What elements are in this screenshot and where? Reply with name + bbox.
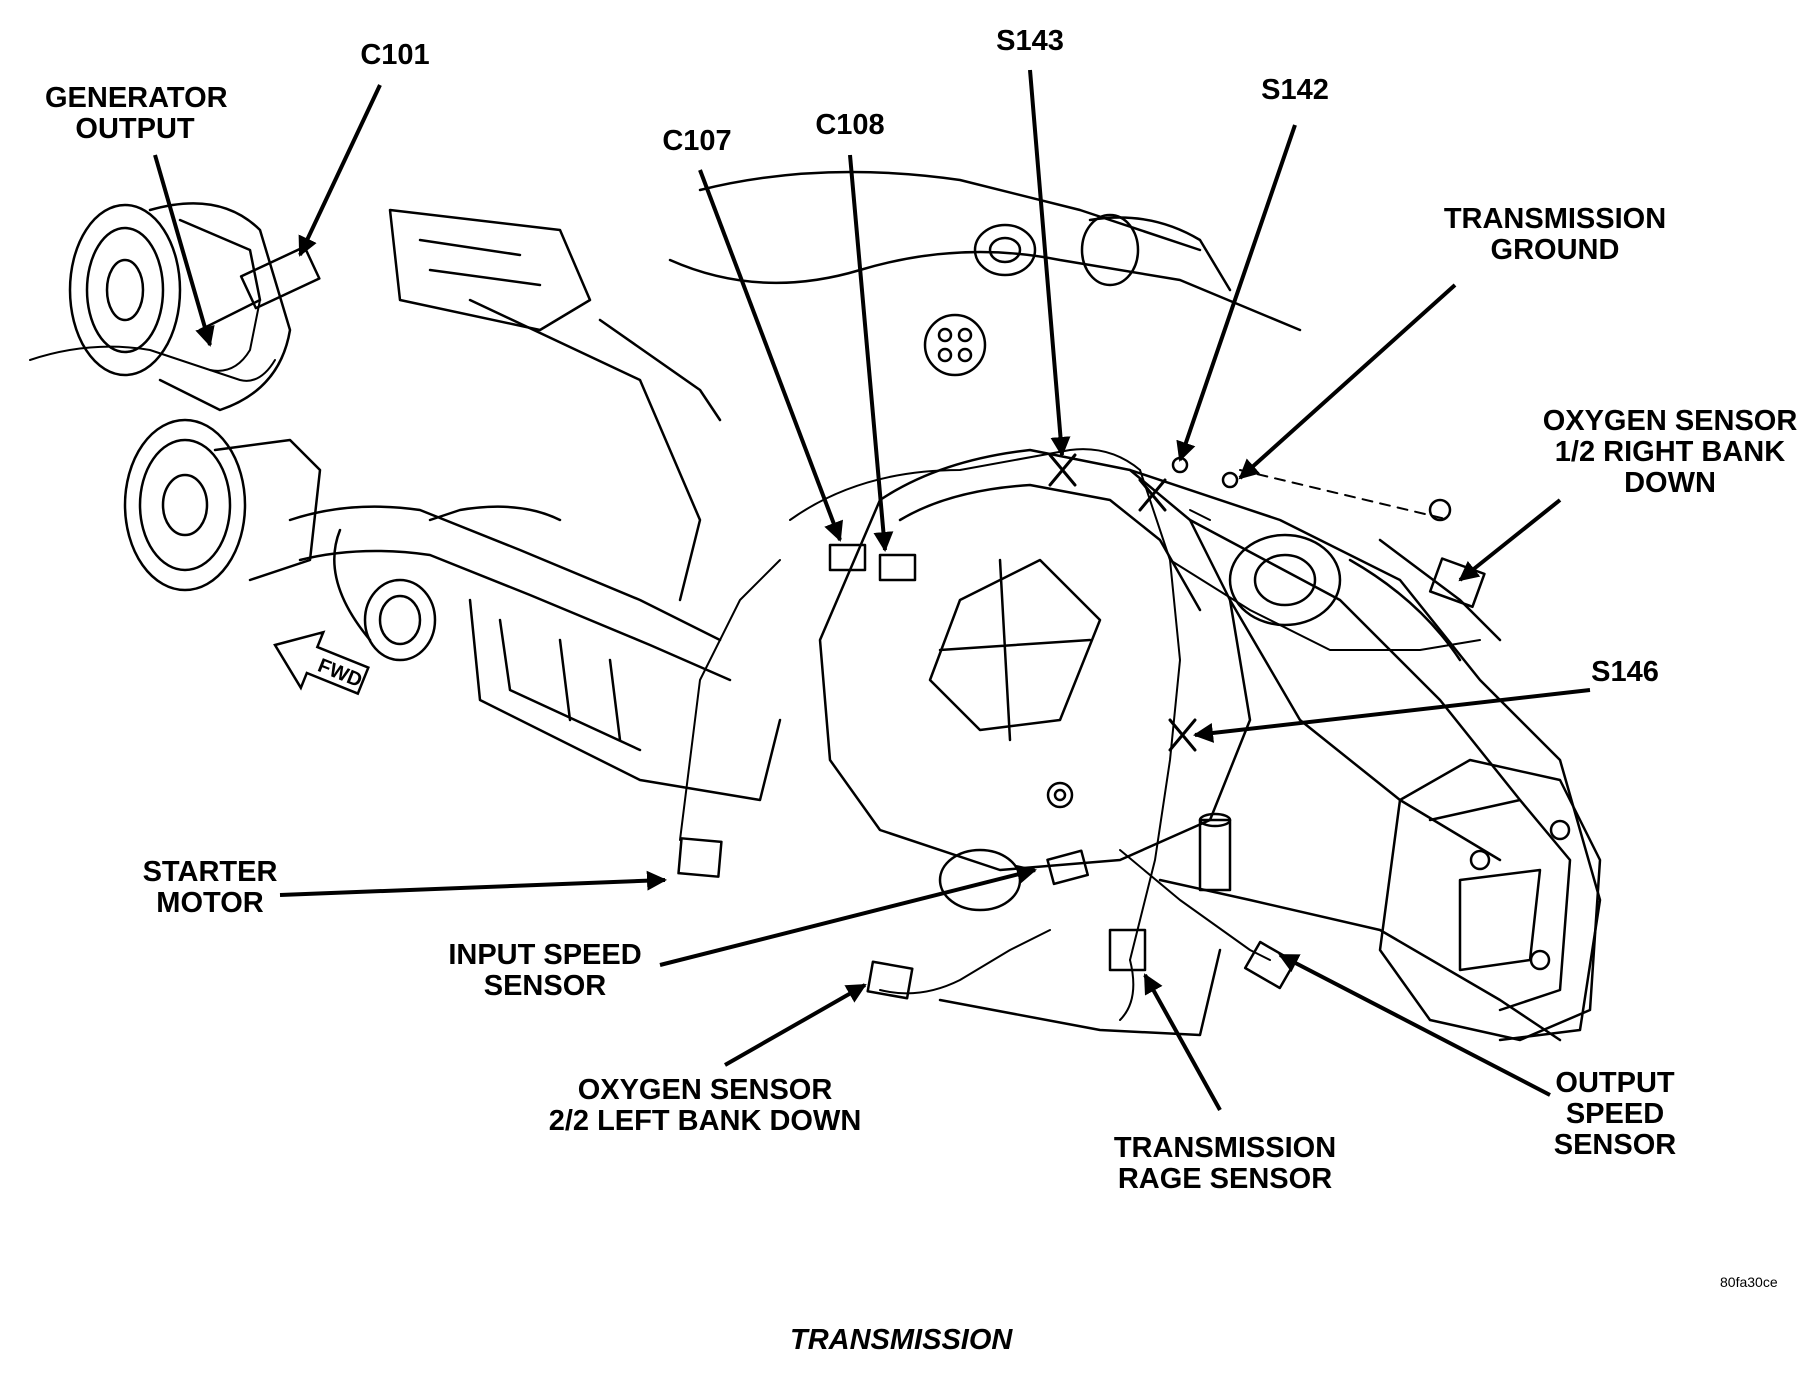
fwd-arrow: FWD bbox=[273, 630, 370, 696]
label-oxygen-sensor-left: OXYGEN SENSOR 2/2 LEFT BANK DOWN bbox=[548, 1074, 862, 1137]
leader-starter-motor bbox=[279, 870, 667, 897]
oil-pan bbox=[468, 598, 782, 802]
figure-caption: TRANSMISSION bbox=[790, 1324, 1013, 1356]
leader-s146 bbox=[1193, 688, 1591, 743]
label-oxygen-sensor-right: OXYGEN SENSOR 1/2 RIGHT BANK DOWN bbox=[1542, 405, 1798, 499]
leader-input-speed-sensor bbox=[659, 864, 1037, 967]
connectors bbox=[239, 245, 1486, 1000]
leader-transmission-range-sensor bbox=[1143, 973, 1222, 1111]
label-c101: C101 bbox=[360, 39, 430, 71]
ground-bolt bbox=[1221, 471, 1239, 489]
label-transmission-range-sensor: TRANSMISSION RAGE SENSOR bbox=[1113, 1132, 1337, 1195]
leader-s143 bbox=[1028, 69, 1071, 457]
label-input-speed-sensor: INPUT SPEED SENSOR bbox=[448, 939, 642, 1002]
leader-s142 bbox=[1176, 124, 1297, 462]
leader-generator-output bbox=[153, 154, 215, 347]
engine-block bbox=[388, 170, 1302, 602]
label-s142: S142 bbox=[1261, 74, 1329, 106]
transmission-case bbox=[938, 468, 1602, 1042]
leader-oxygen-sensor-right bbox=[1458, 498, 1562, 582]
generator bbox=[68, 202, 292, 412]
label-generator-output: GENERATOR OUTPUT bbox=[45, 82, 228, 145]
leader-oxygen-sensor-left bbox=[724, 983, 867, 1067]
tailshaft-housing bbox=[1378, 758, 1602, 1042]
label-c107: C107 bbox=[662, 125, 732, 157]
label-output-speed-sensor: OUTPUT SPEED SENSOR bbox=[1553, 1067, 1677, 1161]
bell-housing bbox=[818, 448, 1252, 912]
leader-c107 bbox=[698, 169, 843, 542]
splice-marks bbox=[1048, 453, 1197, 752]
engine-drawing bbox=[29, 170, 1602, 1042]
label-c108: C108 bbox=[815, 109, 885, 141]
label-s143: S143 bbox=[996, 25, 1064, 57]
leader-transmission-ground bbox=[1238, 283, 1457, 480]
label-transmission-ground: TRANSMISSION GROUND bbox=[1443, 203, 1667, 266]
leader-c108 bbox=[848, 154, 894, 552]
label-s146: S146 bbox=[1591, 656, 1659, 688]
figure-code: 80fa30ce bbox=[1720, 1274, 1778, 1290]
leader-c101 bbox=[298, 84, 382, 257]
label-starter-motor: STARTER MOTOR bbox=[142, 856, 278, 919]
exhaust-pipe bbox=[288, 505, 732, 682]
wiring-harness bbox=[29, 299, 1481, 1021]
leader-lines bbox=[153, 69, 1591, 1111]
leader-output-speed-sensor bbox=[1278, 953, 1551, 1097]
crank-pulley bbox=[123, 418, 322, 592]
